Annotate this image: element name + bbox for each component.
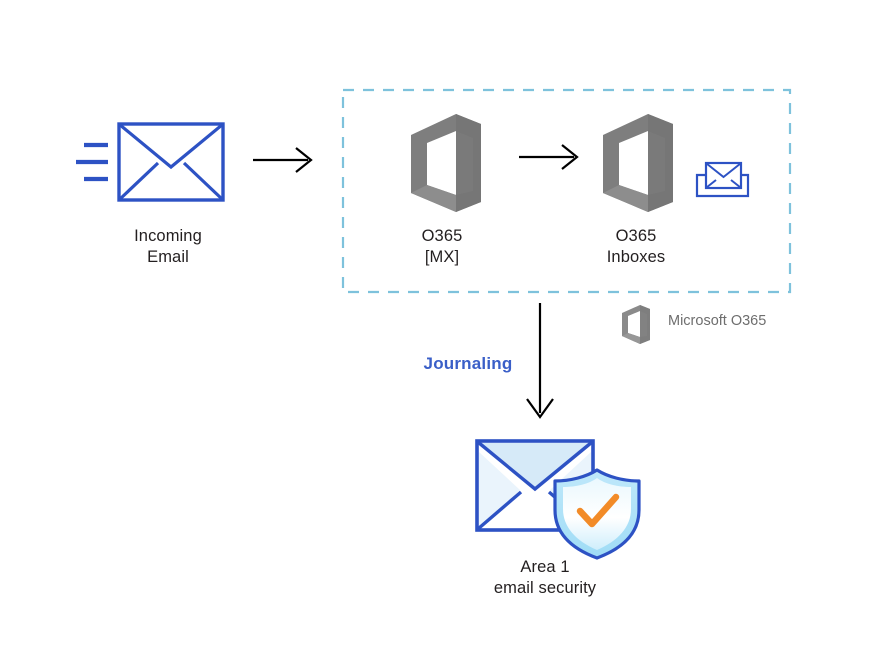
envelope-with-motion-lines-icon xyxy=(76,122,225,202)
label-o365-mx-line1: O365 xyxy=(421,227,463,245)
label-area1-line1: Area 1 xyxy=(520,558,570,576)
microsoft-office-365-icon-legend xyxy=(622,305,650,344)
microsoft-office-365-icon-mx xyxy=(411,114,481,212)
label-incoming-email-line1: Incoming xyxy=(134,227,202,245)
edge-inboxes-to-area1-arrow xyxy=(526,303,554,419)
label-incoming-email-line2: Email xyxy=(147,248,189,266)
microsoft-office-365-icon-inboxes xyxy=(603,114,673,212)
edge-label-journaling: Journaling xyxy=(423,354,513,373)
legend-label-microsoft-o365: Microsoft O365 xyxy=(668,313,767,329)
o365-boundary-box xyxy=(341,88,792,294)
label-area1-email-security: Area 1 email security xyxy=(466,557,624,599)
label-o365-inboxes-line2: Inboxes xyxy=(606,248,666,266)
label-o365-mx-line2: [MX] xyxy=(424,248,460,266)
label-o365-mx: O365 [MX] xyxy=(372,226,512,268)
edge-incoming-to-mx-arrow xyxy=(253,147,313,173)
label-o365-inboxes-line1: O365 xyxy=(615,227,657,245)
label-area1-line2: email security xyxy=(493,579,597,597)
envelope-shield-check-icon xyxy=(475,439,641,560)
inbox-tray-envelope-icon xyxy=(695,161,750,198)
edge-mx-to-inboxes-arrow xyxy=(519,144,579,170)
